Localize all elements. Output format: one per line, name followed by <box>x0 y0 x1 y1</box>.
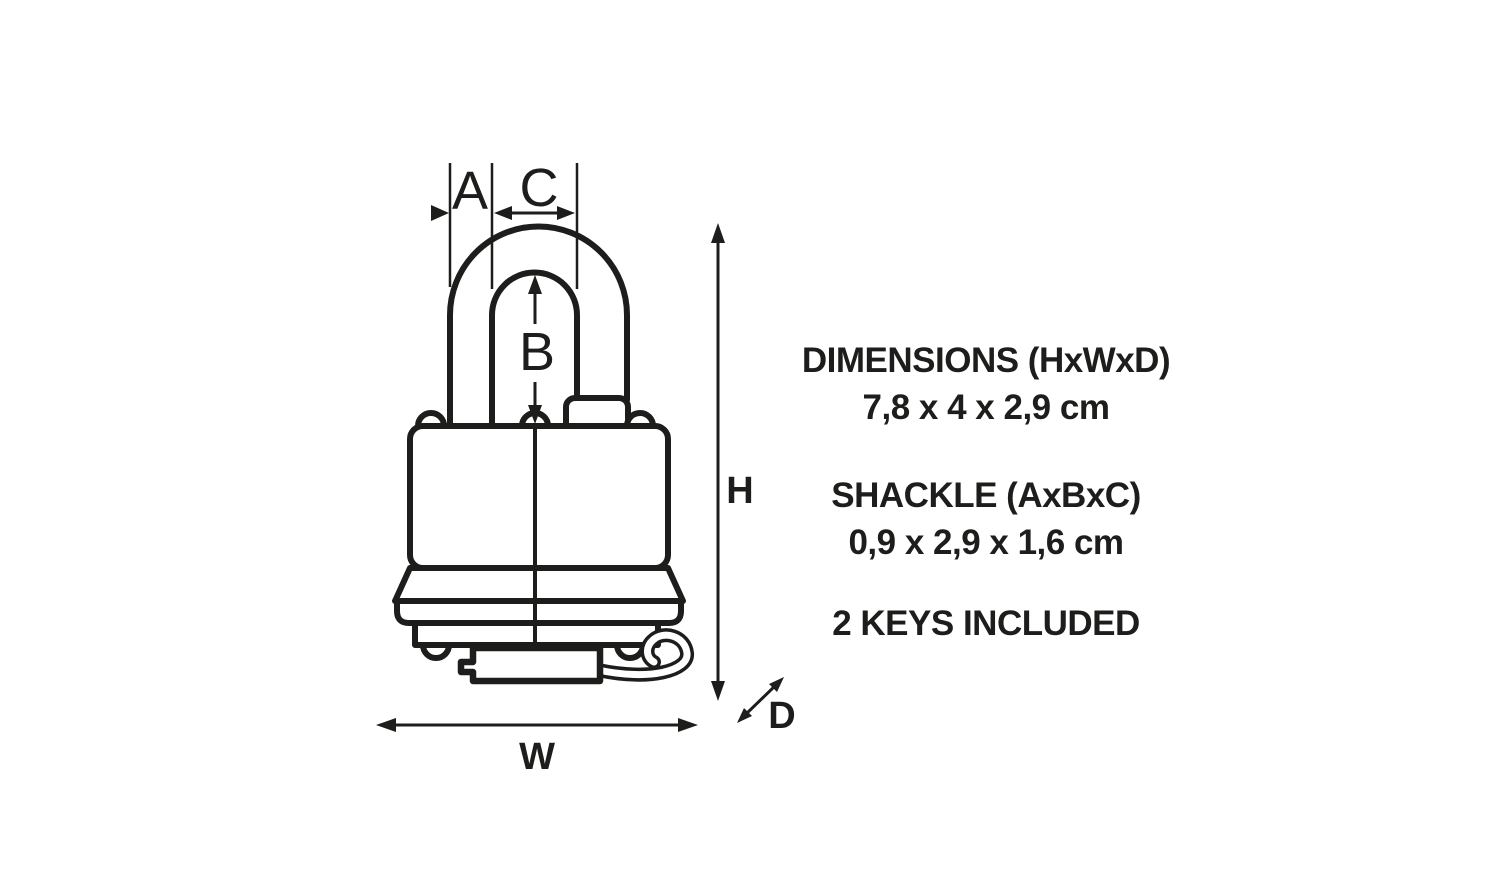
dimension-lines <box>376 163 784 732</box>
dim-h-arrowhead-up <box>711 223 725 243</box>
dim-label-d: D <box>768 695 796 737</box>
spec-gap <box>760 431 1212 472</box>
body-band <box>394 598 684 626</box>
dim-label-c: C <box>519 158 559 218</box>
dim-h-arrowhead-down <box>711 681 725 701</box>
keys-included-note: 2 KEYS INCLUDED <box>832 604 1140 643</box>
dim-b-arrowhead-up <box>528 275 542 294</box>
spec-gap <box>760 566 1212 600</box>
dim-label-h: H <box>726 470 754 512</box>
dim-c-arrowhead-left <box>494 206 512 220</box>
lock-body <box>407 423 671 571</box>
base-foot-left <box>420 644 452 661</box>
spec-text-block: DIMENSIONS (HxWxD) 7,8 x 4 x 2,9 cm SHAC… <box>760 337 1212 647</box>
dim-d-arrowhead-upright <box>769 677 784 692</box>
dim-d-line <box>742 682 779 718</box>
dim-label-b: B <box>518 322 556 382</box>
dim-w-arrowhead-left <box>376 718 396 732</box>
dimensions-value: 7,8 x 4 x 2,9 cm <box>862 388 1110 427</box>
cover-cord-core <box>594 631 691 679</box>
dim-a-arrowhead <box>431 205 449 221</box>
padlock-figure <box>392 223 694 685</box>
dim-d-arrowhead-downleft <box>737 708 752 723</box>
dim-c-arrowhead-right <box>557 206 575 220</box>
body-top-bump-right <box>624 410 656 427</box>
keyway-cover-plate <box>457 644 604 685</box>
dim-b-arrowhead-down <box>528 405 542 424</box>
dimensions-heading: DIMENSIONS (HxWxD) <box>801 341 1171 380</box>
body-top-bump-left <box>415 410 447 427</box>
dim-w-arrowhead-right <box>678 718 698 732</box>
dim-label-a: A <box>451 161 489 221</box>
shackle-outline <box>447 223 630 435</box>
body-flare <box>392 565 686 604</box>
shackle-heading: SHACKLE (AxBxC) <box>831 476 1141 515</box>
shackle-value: 0,9 x 2,9 x 1,6 cm <box>848 523 1124 562</box>
dim-label-w: W <box>519 736 555 778</box>
